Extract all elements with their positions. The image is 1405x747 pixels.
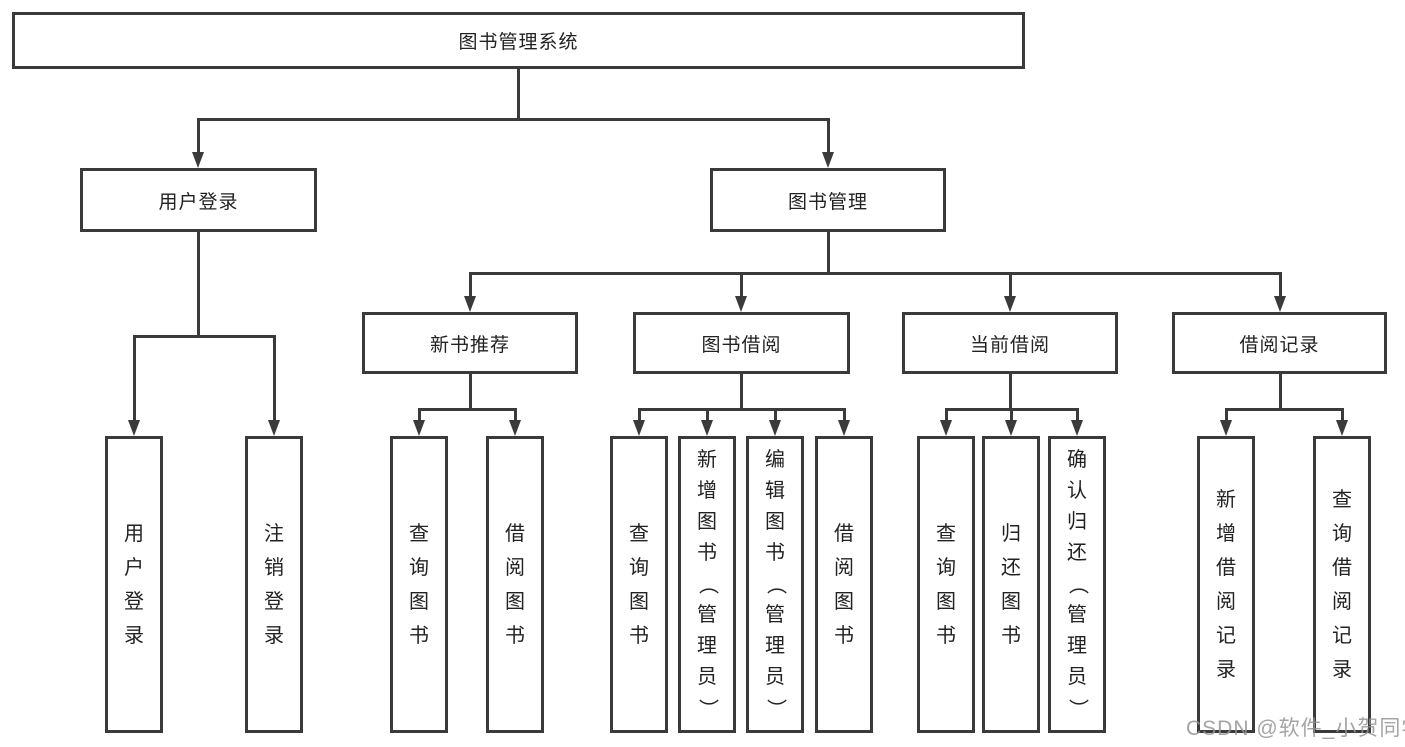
connector-line [197,118,829,121]
connector-arrowhead-icon [192,152,204,168]
node-borrow-records: 借阅记录 [1172,312,1387,374]
node-current-borrow: 当前借阅 [902,312,1118,374]
connector-arrowhead-icon [838,420,850,436]
node-current-borrow-label: 当前借阅 [969,334,1050,356]
leaf-borrow-books-recommend: 借阅图书 [486,436,544,733]
connector-line [1279,374,1282,408]
connector-arrowhead-icon [633,420,645,436]
connector-arrowhead-icon [1274,296,1286,312]
connector-arrowhead-icon [413,420,425,436]
leaf-query-books-recommend: 查询图书 [390,436,448,733]
leaf-user-login: 用户登录 [105,436,163,733]
connector-line [197,118,200,154]
node-root: 图书管理系统 [12,12,1025,69]
connector-arrowhead-icon [1005,420,1017,436]
node-book-management-label: 图书管理 [787,191,868,213]
connector-line [418,408,421,423]
connector-arrowhead-icon [769,420,781,436]
connector-line [418,408,517,411]
connector-line [774,408,777,423]
connector-line [133,335,276,338]
connector-line [1225,408,1228,423]
leaf-add-borrow-record: 新增借阅记录 [1197,436,1255,733]
connector-line [469,272,472,298]
node-root-label: 图书管理系统 [458,32,579,53]
leaf-query-books-borrow: 查询图书 [610,436,668,733]
connector-line [197,232,200,335]
connector-line [638,408,846,411]
connector-line [706,408,709,423]
connector-line [740,374,743,408]
connector-arrowhead-icon [268,420,280,436]
connector-line [638,408,641,423]
leaf-query-borrow-record: 查询借阅记录 [1313,436,1371,733]
leaf-query-books-current: 查询图书 [917,436,975,733]
leaf-add-book-admin: 新增图书（管理员） [678,436,736,733]
connector-line [1279,272,1282,298]
node-user-login: 用户登录 [80,168,317,232]
connector-line [945,408,948,423]
connector-line [740,272,743,298]
node-new-book-recommend: 新书推荐 [362,312,578,374]
connector-line [514,408,517,423]
connector-arrowhead-icon [822,152,834,168]
connector-arrowhead-icon [701,420,713,436]
connector-arrowhead-icon [1071,420,1083,436]
connector-arrowhead-icon [464,296,476,312]
connector-line [133,335,136,422]
connector-arrowhead-icon [1220,420,1232,436]
connector-line [1076,408,1079,423]
node-new-book-recommend-label: 新书推荐 [429,334,510,356]
connector-arrowhead-icon [1336,420,1348,436]
connector-line [469,374,472,408]
node-book-borrow-label: 图书借阅 [701,334,782,356]
connector-line [1225,408,1344,411]
connector-arrowhead-icon [1004,296,1016,312]
node-borrow-records-label: 借阅记录 [1239,334,1320,356]
connector-line [1341,408,1344,423]
connector-line [469,272,1281,275]
leaf-confirm-return-admin: 确认归还（管理员） [1048,436,1106,733]
connector-arrowhead-icon [128,420,140,436]
connector-arrowhead-icon [940,420,952,436]
connector-line [1009,374,1012,408]
connector-line [1009,272,1012,298]
connector-line [273,335,276,422]
connector-line [827,118,830,154]
watermark: CSDN @软件_小贺同学 [1186,717,1405,740]
leaf-borrow-books: 借阅图书 [815,436,873,733]
node-user-login-label: 用户登录 [158,191,239,213]
leaf-edit-book-admin: 编辑图书（管理员） [746,436,804,733]
connector-arrowhead-icon [509,420,521,436]
connector-line [843,408,846,423]
node-book-management: 图书管理 [710,168,946,232]
connector-arrowhead-icon [735,296,747,312]
leaf-logout: 注销登录 [245,436,303,733]
connector-line [827,232,830,272]
node-book-borrow: 图书借阅 [633,312,850,374]
leaf-return-book: 归还图书 [982,436,1040,733]
connector-line [1010,408,1013,423]
connector-line [517,69,520,118]
